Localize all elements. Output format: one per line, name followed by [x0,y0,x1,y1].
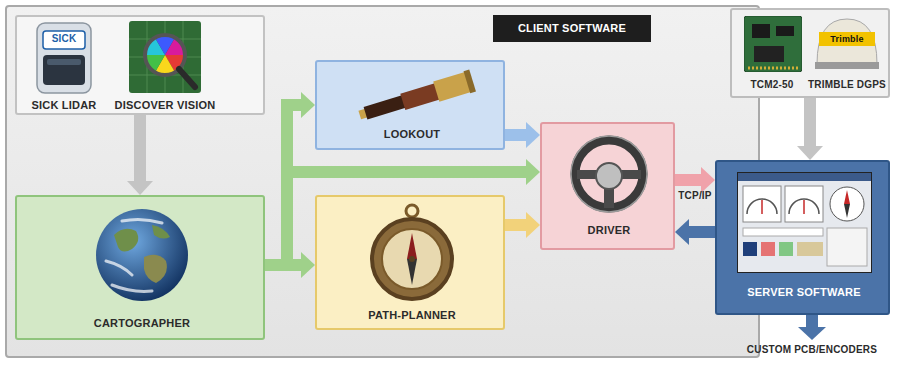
board-illustration [744,16,802,72]
client-panel: CLIENT SOFTWARE SICK LIDAR DISCOVER VISIO… [5,5,760,358]
box-label: SERVER SOFTWARE [747,286,860,299]
brand-logo: SICK [52,32,77,45]
arrow-shaft [675,174,701,186]
box-label: DISCOVER VISION [115,99,216,112]
hardware-box: TCM2-50 TRIMBLE DGPS Trimble [730,8,890,98]
output-label: CUSTOM PCB/ENCODERS [747,343,877,356]
box-label: CARTOGRAPHER [94,317,190,330]
arrow-head [301,252,315,278]
flow-arrow [127,115,153,195]
process-box: DRIVER [540,122,675,250]
arrow-shaft [804,98,816,146]
box-label: TCM2-50 [750,78,793,91]
box-label: TRIMBLE DGPS [808,78,886,91]
panel-heading: CLIENT SOFTWARE [493,15,651,42]
arrow-head [526,159,540,185]
globe-illustration [92,205,192,305]
process-box: CARTOGRAPHER [15,195,265,340]
telescope-illustration [357,67,477,125]
steering-wheel-illustration [569,132,649,216]
arrow-shaft [689,226,715,238]
server-box: SERVER SOFTWARE [715,160,890,315]
arrow-shaft [505,219,526,231]
box-label: SICK LIDAR [32,99,97,112]
arrow-shaft [134,115,146,181]
arrow-head [701,167,715,193]
arrow-head [526,122,540,148]
arrow-head [797,146,823,160]
process-box: LOOKOUT [315,60,505,150]
arrow-head [675,219,689,245]
flow-arrow [505,212,540,238]
arrow-head [127,181,153,195]
flow-arrow [797,98,823,160]
brand-logo: Trimble [830,33,863,46]
screenshot-illustration [737,172,872,274]
edge-label: TCP/IP [678,189,711,202]
arrow-shaft [505,129,526,141]
arrow-shaft [265,259,301,271]
box-label: DRIVER [588,224,631,237]
sensor-box: SICK LIDAR DISCOVER VISION SICK [15,15,265,115]
arrow-head [526,212,540,238]
vision-illustration [129,21,201,93]
arrow-head [301,92,315,118]
box-label: PATH-PLANNER [368,309,456,322]
compass-illustration [367,201,457,303]
flow-arrow [265,252,315,278]
flow-arrow [675,219,715,245]
box-label: LOOKOUT [384,128,440,141]
flow-arrow [505,122,540,148]
flow-arrow [675,167,715,193]
process-box: PATH-PLANNER [315,195,505,330]
lidar-illustration [29,21,99,96]
